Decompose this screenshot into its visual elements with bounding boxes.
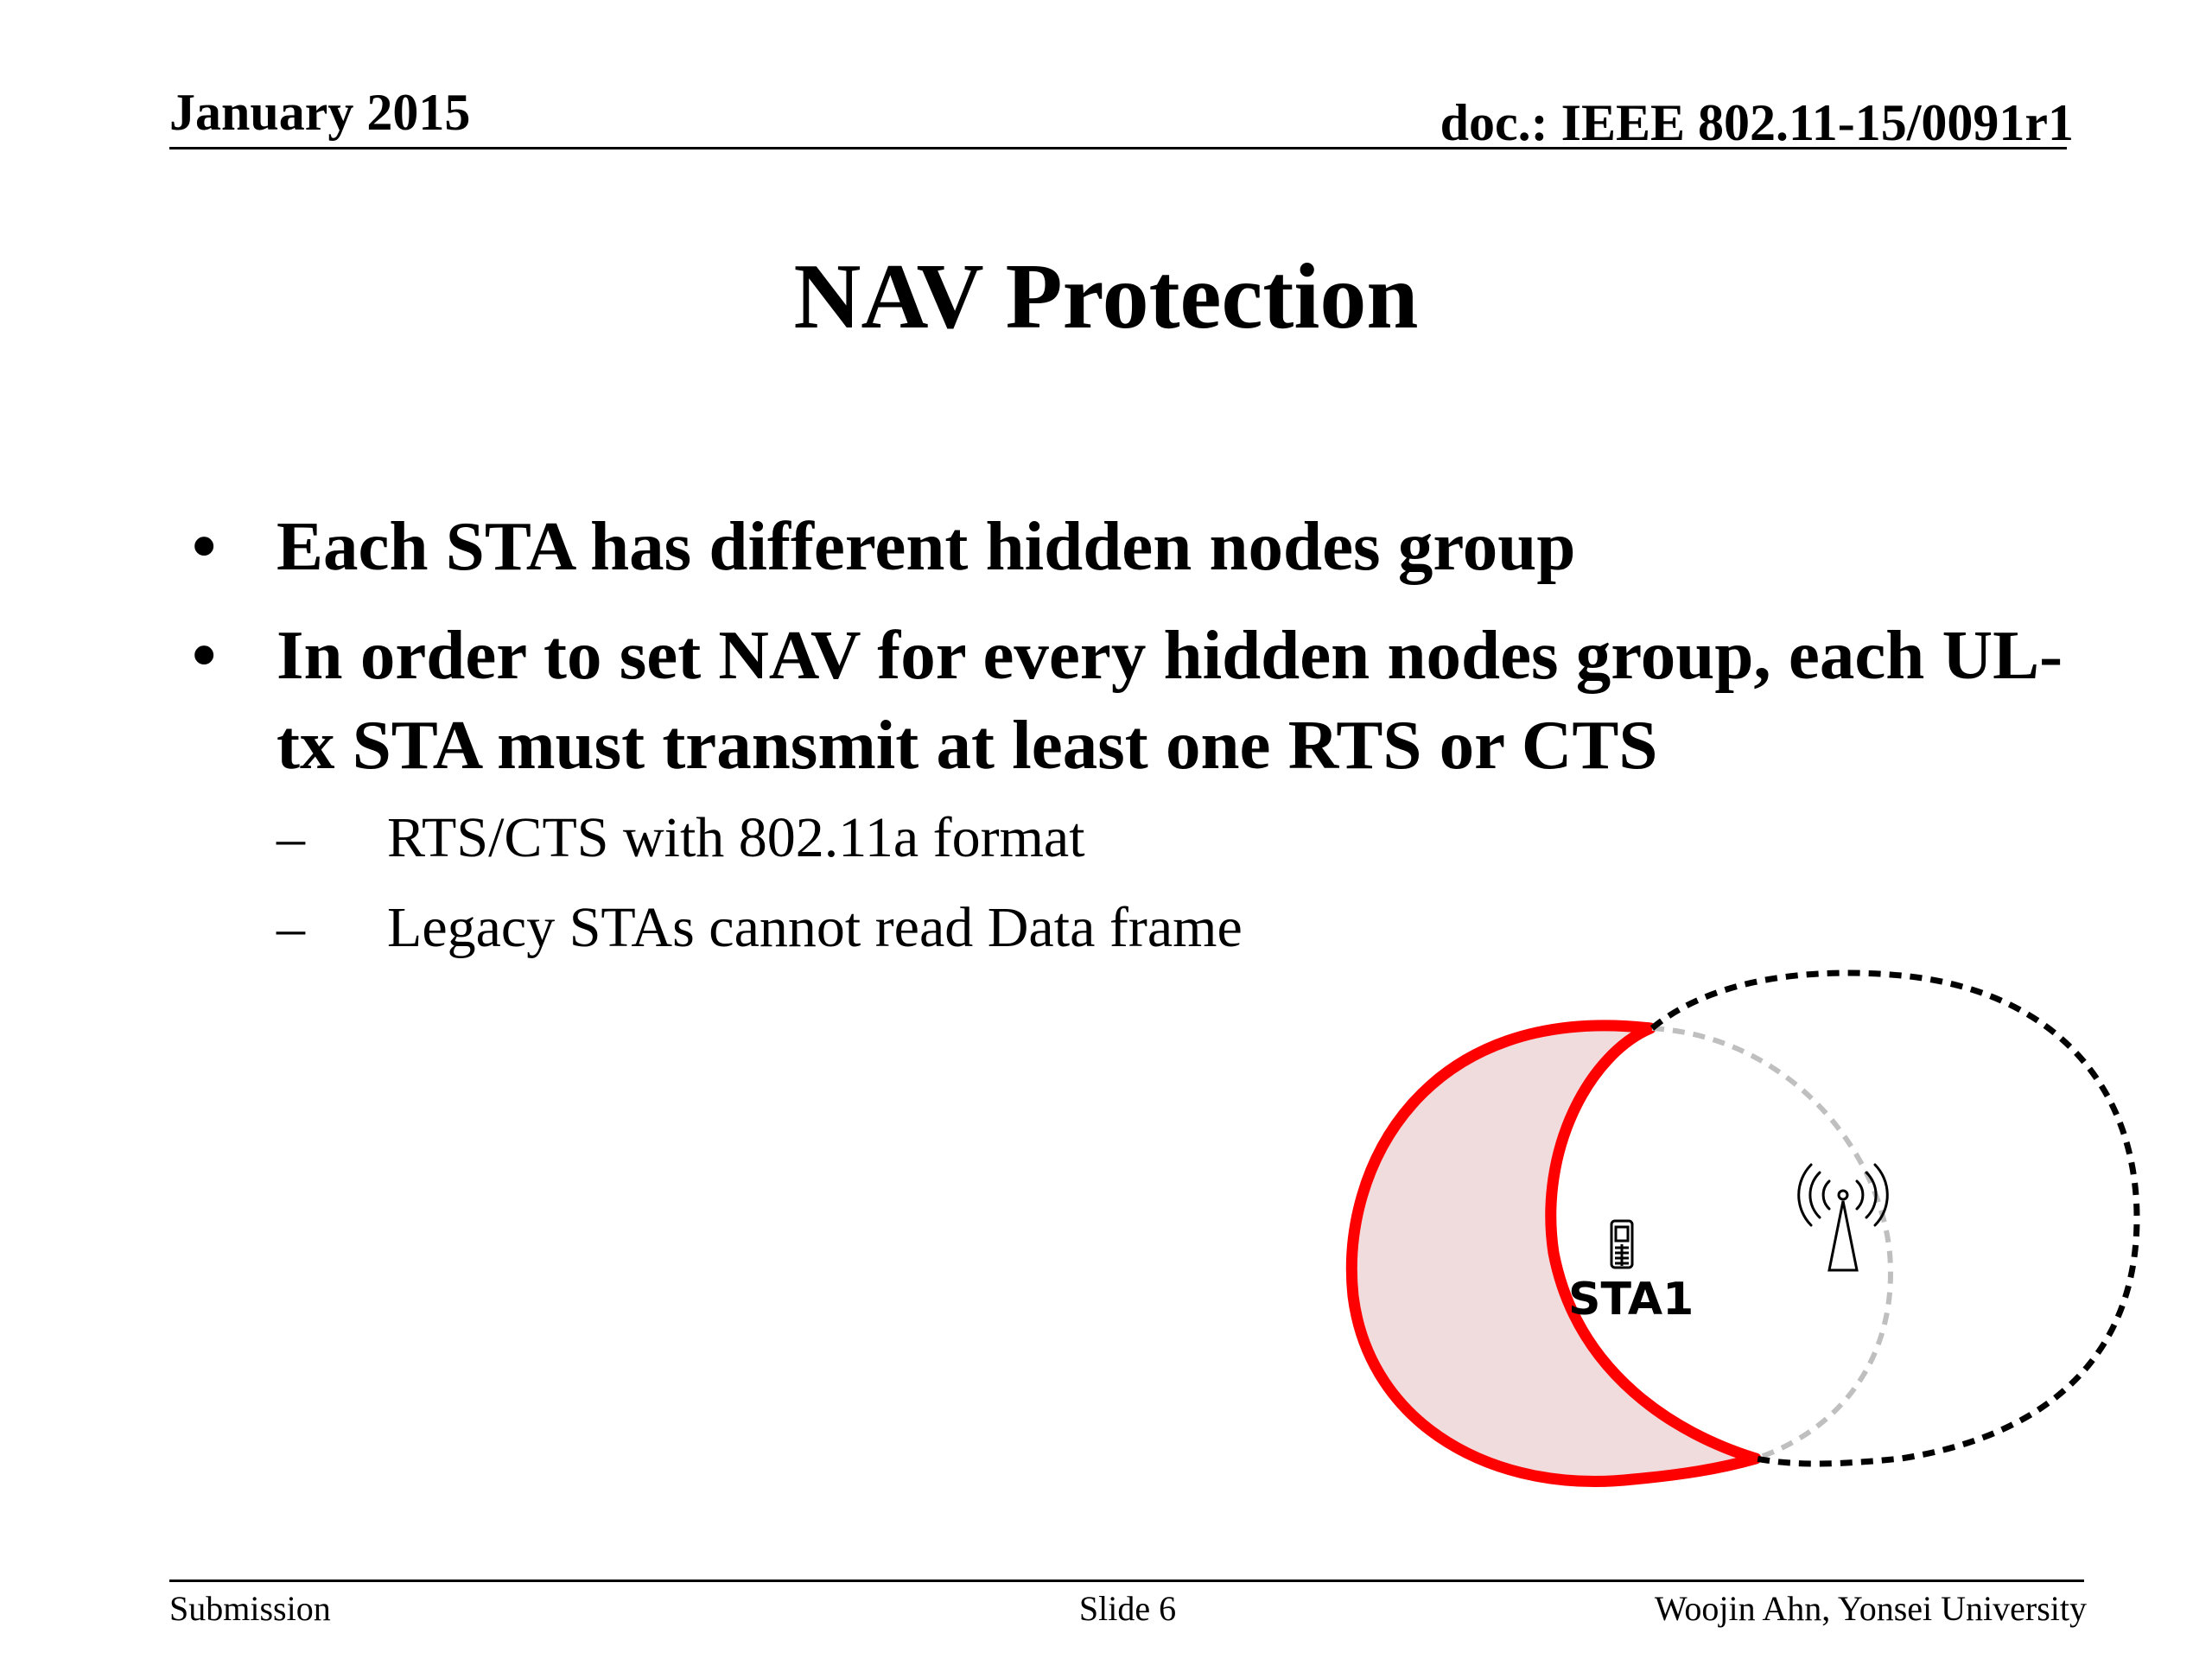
sub-bullet-list: – RTS/CTS with 802.11a format – Legacy S… <box>276 793 2100 973</box>
ap-coverage-dashed-arc <box>1649 969 2140 1467</box>
sub-bullet-text: RTS/CTS with 802.11a format <box>387 806 1085 869</box>
header-date: January 2015 <box>169 84 471 141</box>
footer-slide-number: Slide 6 <box>1078 1589 1177 1628</box>
mobile-phone-icon <box>1610 1219 1634 1269</box>
header-rule <box>169 147 2067 149</box>
header-doc-id: doc.: IEEE 802.11-15/0091r1 <box>1440 94 2074 151</box>
bullet-list: • Each STA has different hidden nodes gr… <box>181 501 2100 992</box>
hidden-node-diagram <box>1345 969 2140 1487</box>
bullet-marker: • <box>192 507 217 585</box>
bullet-item: • Each STA has different hidden nodes gr… <box>181 501 2100 591</box>
slide-title: NAV Protection <box>793 245 1419 348</box>
sub-bullet-item: – Legacy STAs cannot read Data frame <box>276 883 2100 973</box>
sta1-range-dashed-arc <box>1651 1026 1893 1461</box>
sub-bullet-marker: – <box>276 896 305 959</box>
bullet-text: Each STA has different hidden nodes grou… <box>276 507 1576 585</box>
bullet-marker: • <box>192 616 217 694</box>
footer-submission: Submission <box>169 1589 331 1628</box>
station-label: STA1 <box>1568 1274 1694 1325</box>
sub-bullet-text: Legacy STAs cannot read Data frame <box>387 896 1243 959</box>
access-point-antenna-icon <box>1797 1163 1889 1272</box>
hidden-region-crescent <box>1345 1020 1762 1487</box>
sub-bullet-marker: – <box>276 806 305 869</box>
bullet-item: • In order to set NAV for every hidden n… <box>181 610 2100 973</box>
footer-author: Woojin Ahn, Yonsei University <box>1654 1589 2087 1628</box>
bullet-text: In order to set NAV for every hidden nod… <box>276 616 2063 784</box>
sub-bullet-item: – RTS/CTS with 802.11a format <box>276 793 2100 883</box>
footer-rule <box>169 1580 2084 1582</box>
